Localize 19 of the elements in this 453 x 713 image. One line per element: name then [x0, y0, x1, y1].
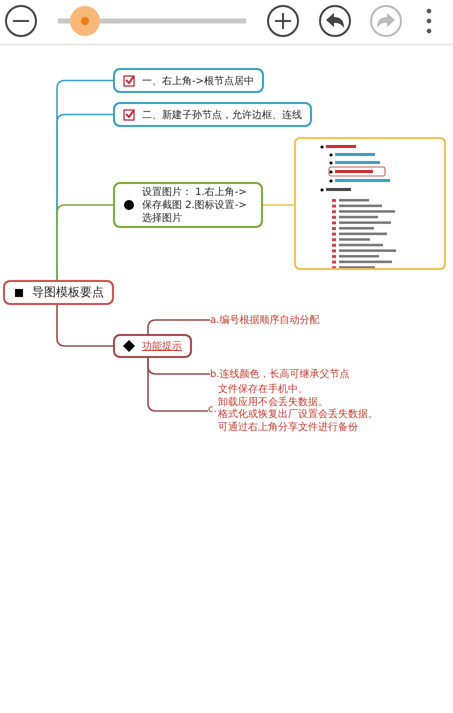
topic-text: 二、新建子孙节点，允许边框、连线 [142, 108, 302, 122]
topic-box [113, 102, 312, 127]
topic-text: 设置图片： 1.右上角->保存截图 2.图标设置->选择图片 [142, 186, 248, 224]
topic-text: 导图模板要点 [32, 284, 104, 301]
item-label: c. [208, 404, 217, 415]
topic-text: 功能提示 [142, 340, 182, 353]
topic-box [113, 182, 263, 228]
note-text: b.连线颜色，长高可继承父节点 [210, 368, 350, 381]
note-text: a.编号根据顺序自动分配 [210, 314, 320, 327]
topic-box [113, 334, 192, 358]
connector-line [147, 358, 208, 412]
connector-line [56, 204, 113, 280]
note-text: 文件保存在手机中。卸载应用不会丢失数据。格式化或恢复出厂设置会丢失数据。可通过右上角分享文件进行备份 [218, 384, 379, 434]
connector-line [263, 204, 294, 206]
connector-line [56, 305, 113, 347]
topic-box [3, 280, 114, 305]
topic-box [113, 68, 264, 93]
topic-text: 一、右上角->根节点居中 [142, 74, 254, 88]
screenshot-picture [294, 137, 446, 270]
